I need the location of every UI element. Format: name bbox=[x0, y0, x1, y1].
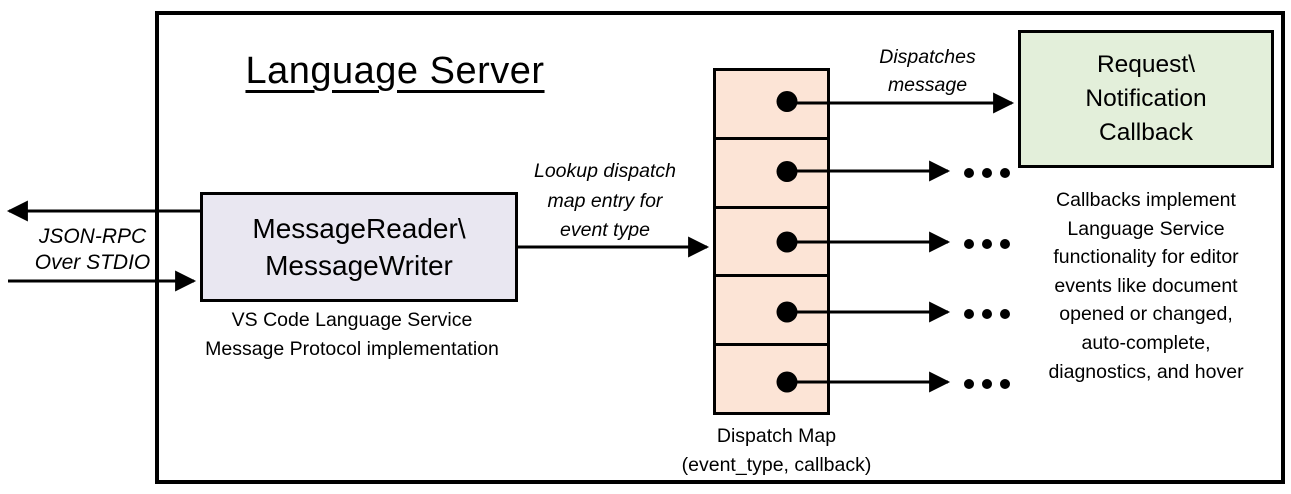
json-rpc-label-line2: Over STDIO bbox=[34, 250, 151, 274]
dispatches-message-label-line1: Dispatches bbox=[879, 46, 976, 68]
callback-box-line1: Request\ bbox=[1096, 51, 1196, 78]
callback-note-line7: diagnostics, and hover bbox=[1048, 360, 1244, 383]
dispatches-message-label: Dispatches message bbox=[845, 43, 1010, 99]
lookup-dispatch-label-line2: map entry for bbox=[547, 189, 663, 212]
message-box-caption-line2: Message Protocol implementation bbox=[205, 338, 499, 360]
callback-note: Callbacks implement Language Service fun… bbox=[1019, 186, 1273, 386]
dispatch-map-row bbox=[716, 71, 827, 140]
json-rpc-label-line1: JSON-RPC bbox=[38, 225, 147, 248]
callback-box-line2: Notification bbox=[1085, 85, 1207, 112]
lookup-dispatch-label-line3: event type bbox=[560, 219, 650, 241]
lookup-dispatch-label-line1: Lookup dispatch bbox=[533, 160, 677, 182]
dispatch-map-caption: Dispatch Map (event_type, callback) bbox=[649, 422, 904, 480]
callback-box-line3: Callback bbox=[1099, 119, 1193, 146]
lookup-dispatch-label: Lookup dispatch map entry for event type bbox=[505, 157, 705, 246]
message-box-line2: MessageWriter bbox=[265, 250, 453, 281]
dispatches-message-label-line2: message bbox=[887, 74, 968, 96]
callback-note-line2: Language Service bbox=[1067, 217, 1225, 240]
json-rpc-label: JSON-RPC Over STDIO bbox=[20, 224, 165, 275]
language-server-box bbox=[155, 11, 1285, 484]
dispatch-map-row bbox=[716, 277, 827, 347]
message-box-caption: VS Code Language Service Message Protoco… bbox=[177, 306, 527, 364]
callback-note-line1: Callbacks implement bbox=[1056, 189, 1236, 211]
dispatch-map-caption-line1: Dispatch Map bbox=[716, 425, 837, 447]
dispatch-map-row bbox=[716, 346, 827, 412]
message-box-line1: MessageReader\ bbox=[252, 213, 466, 244]
dispatch-map-caption-line2: (event_type, callback) bbox=[681, 454, 872, 476]
dispatch-map-row bbox=[716, 209, 827, 278]
message-box-caption-line1: VS Code Language Service bbox=[231, 309, 473, 331]
callback-note-line4: events like document bbox=[1054, 274, 1238, 297]
dispatch-map-row bbox=[716, 140, 827, 209]
diagram-title: Language Server bbox=[245, 50, 545, 92]
callback-note-line6: auto-complete, bbox=[1081, 331, 1211, 354]
message-reader-writer-box: MessageReader\ MessageWriter bbox=[200, 192, 518, 302]
callback-note-line3: functionality for editor bbox=[1053, 246, 1239, 269]
dispatch-map-table bbox=[713, 68, 830, 415]
callback-note-line5: opened or changed, bbox=[1059, 303, 1233, 326]
request-notification-callback-box: Request\ Notification Callback bbox=[1018, 30, 1274, 168]
